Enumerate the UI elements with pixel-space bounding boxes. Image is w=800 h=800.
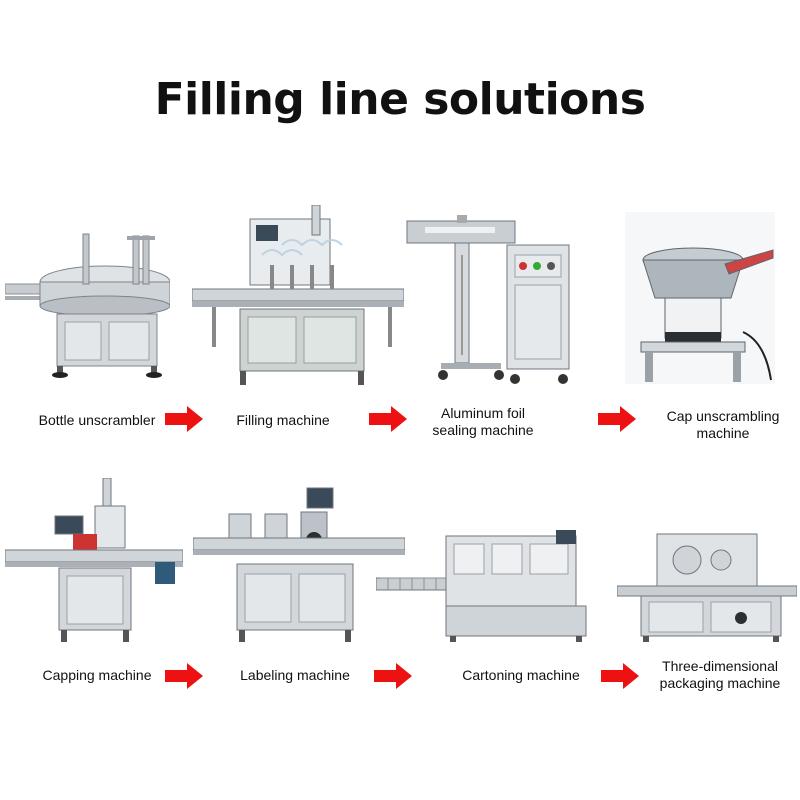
flow-arrow-icon (369, 406, 407, 432)
cartoning-machine-image (376, 526, 596, 644)
step-label-aluminum-foil-sealing-machine: Aluminum foil sealing machine (432, 405, 534, 438)
page-title: Filling line solutions (154, 74, 646, 125)
flow-arrow-icon (374, 663, 412, 689)
step-label-three-dimensional-packaging-machine: Three-dimensional packaging machine (659, 658, 781, 691)
capping-machine-image (5, 478, 183, 646)
flow-arrow-icon (165, 406, 203, 432)
flow-arrow-icon (601, 663, 639, 689)
step-label-capping-machine: Capping machine (42, 667, 152, 683)
flow-arrow-icon (598, 406, 636, 432)
step-label-cap-unscrambling-machine: Cap unscrambling machine (666, 408, 780, 441)
aluminum-foil-sealing-machine-image (405, 215, 577, 390)
flow-arrow-icon (165, 663, 203, 689)
three-dimensional-packaging-machine-image (617, 530, 797, 644)
filling-machine-image (192, 205, 404, 390)
bottle-unscrambler-image (5, 222, 170, 382)
step-label-labeling-machine: Labeling machine (240, 667, 350, 683)
step-label-cartoning-machine: Cartoning machine (462, 667, 580, 683)
cap-unscrambling-machine-image (625, 212, 775, 384)
labeling-machine-image (193, 484, 405, 646)
step-label-filling-machine: Filling machine (236, 412, 330, 428)
step-label-bottle-unscrambler: Bottle unscrambler (38, 412, 156, 428)
